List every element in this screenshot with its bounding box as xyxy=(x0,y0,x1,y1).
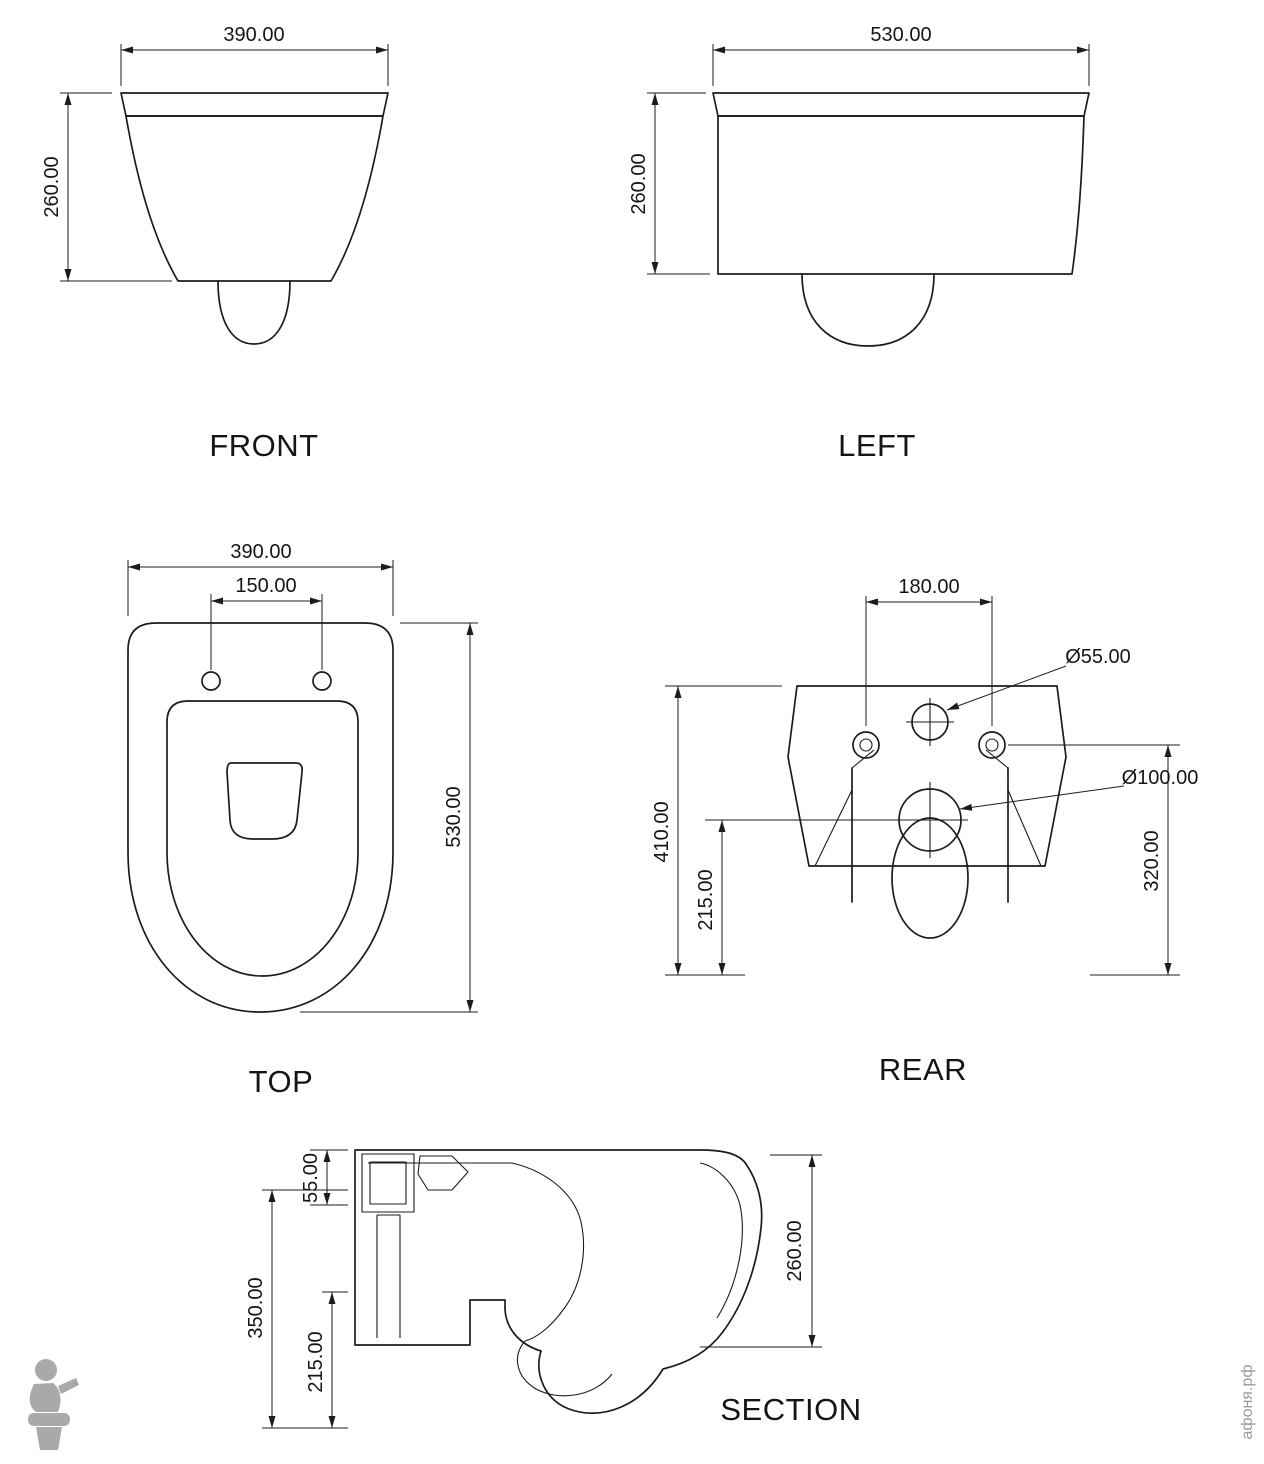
left-view: 530.00 260.00 LEFT xyxy=(628,24,1090,463)
section-rim-dim: 55.00 xyxy=(300,1153,322,1203)
rear-mount-height-dimension: 320.00 xyxy=(1008,744,1180,976)
rear-outline xyxy=(787,685,1067,939)
valve-seat xyxy=(417,1155,469,1191)
front-outline xyxy=(120,92,389,345)
mount-hole-right xyxy=(978,731,1006,759)
rear-view: 180.00 Ø55.00 Ø100.00 410.00 215.00 320.… xyxy=(651,576,1198,1087)
top-hinge-dimension: 150.00 xyxy=(210,575,323,670)
boss-chamfer xyxy=(985,749,1009,769)
left-outlet xyxy=(801,273,935,347)
seat-inner-rim xyxy=(166,700,359,977)
leader-line xyxy=(946,665,1067,711)
left-height-dimension: 260.00 xyxy=(628,92,710,275)
section-trap-height-dimension: 215.00 xyxy=(305,1291,348,1428)
section-rim-dimension: 55.00 xyxy=(300,1149,348,1206)
inlet-valve-inner xyxy=(369,1161,407,1205)
top-depth-dimension: 530.00 xyxy=(300,622,478,1013)
boss-chamfer xyxy=(851,749,875,769)
inlet-valve xyxy=(361,1153,415,1213)
left-width-dimension: 530.00 xyxy=(712,24,1090,86)
rear-outlet-height-dimension: 215.00 xyxy=(695,819,910,975)
section-overall-height-dimension: 350.00 xyxy=(245,1189,348,1429)
bowl-opening xyxy=(226,762,303,840)
section-trap-height-dim: 215.00 xyxy=(305,1331,327,1392)
rear-overall-height-dim: 410.00 xyxy=(651,801,673,862)
mount-hole-left-inner xyxy=(859,738,873,752)
section-view-label: SECTION xyxy=(720,1392,861,1427)
rim-inner xyxy=(699,1162,743,1319)
section-body-height-dim: 260.00 xyxy=(784,1220,806,1281)
section-outline xyxy=(354,1149,763,1414)
rear-overall-height-dimension: 410.00 xyxy=(651,685,782,976)
rear-hole-spacing-dim: 180.00 xyxy=(898,576,959,598)
front-view-label: FRONT xyxy=(209,428,318,463)
plumber-head-icon xyxy=(35,1359,57,1381)
section-overall-height-dim: 350.00 xyxy=(245,1277,267,1338)
left-view-label: LEFT xyxy=(838,428,916,463)
bowl-inner xyxy=(511,1162,584,1342)
toilet-base-icon xyxy=(36,1427,62,1450)
front-outlet xyxy=(217,280,291,345)
top-outline xyxy=(127,622,394,1013)
section-body-height-dimension: 260.00 xyxy=(700,1154,822,1348)
plumber-wrench-icon xyxy=(58,1378,79,1394)
hinge-hole-right xyxy=(312,671,332,691)
watermark-logo xyxy=(28,1359,79,1450)
plumber-body-icon xyxy=(29,1383,61,1412)
section-view: 55.00 350.00 215.00 260.00 SECTION xyxy=(245,1149,861,1429)
leader-line xyxy=(959,785,1125,811)
left-height-dim: 260.00 xyxy=(628,153,650,214)
top-width-dimension: 390.00 xyxy=(127,541,394,616)
top-depth-dim: 530.00 xyxy=(443,786,465,847)
boss-rib xyxy=(1007,789,1042,867)
toilet-seat-icon xyxy=(28,1413,70,1426)
rear-view-label: REAR xyxy=(879,1052,967,1087)
front-height-dim: 260.00 xyxy=(41,156,63,217)
top-view-label: TOP xyxy=(249,1064,314,1099)
top-hinge-dim: 150.00 xyxy=(235,575,296,597)
top-width-dim: 390.00 xyxy=(230,541,291,563)
mount-hole-right-inner xyxy=(985,738,999,752)
rear-hole-spacing-dimension: 180.00 xyxy=(865,576,993,726)
hinge-hole-left xyxy=(201,671,221,691)
rear-outlet-leader: Ø100.00 xyxy=(959,767,1199,811)
rear-inlet-leader: Ø55.00 xyxy=(946,646,1131,711)
mount-hole-left xyxy=(852,731,880,759)
rear-mount-height-dim: 320.00 xyxy=(1141,830,1163,891)
rear-inlet-dim: Ø55.00 xyxy=(1065,646,1131,668)
watermark-site-text: афоня.рф xyxy=(1239,1365,1256,1440)
left-width-dim: 530.00 xyxy=(870,24,931,46)
trap-inner xyxy=(517,1340,613,1397)
boss-rib xyxy=(814,789,853,867)
left-outline xyxy=(712,92,1090,347)
rear-outlet-dim: Ø100.00 xyxy=(1122,767,1199,789)
front-view: 390.00 260.00 FRONT xyxy=(41,24,389,463)
rear-outlet-height-dim: 215.00 xyxy=(695,869,717,930)
front-width-dim: 390.00 xyxy=(223,24,284,46)
top-view: 390.00 150.00 530.00 TOP xyxy=(127,541,478,1099)
front-height-dimension: 260.00 xyxy=(41,92,172,282)
front-width-dimension: 390.00 xyxy=(120,24,389,86)
